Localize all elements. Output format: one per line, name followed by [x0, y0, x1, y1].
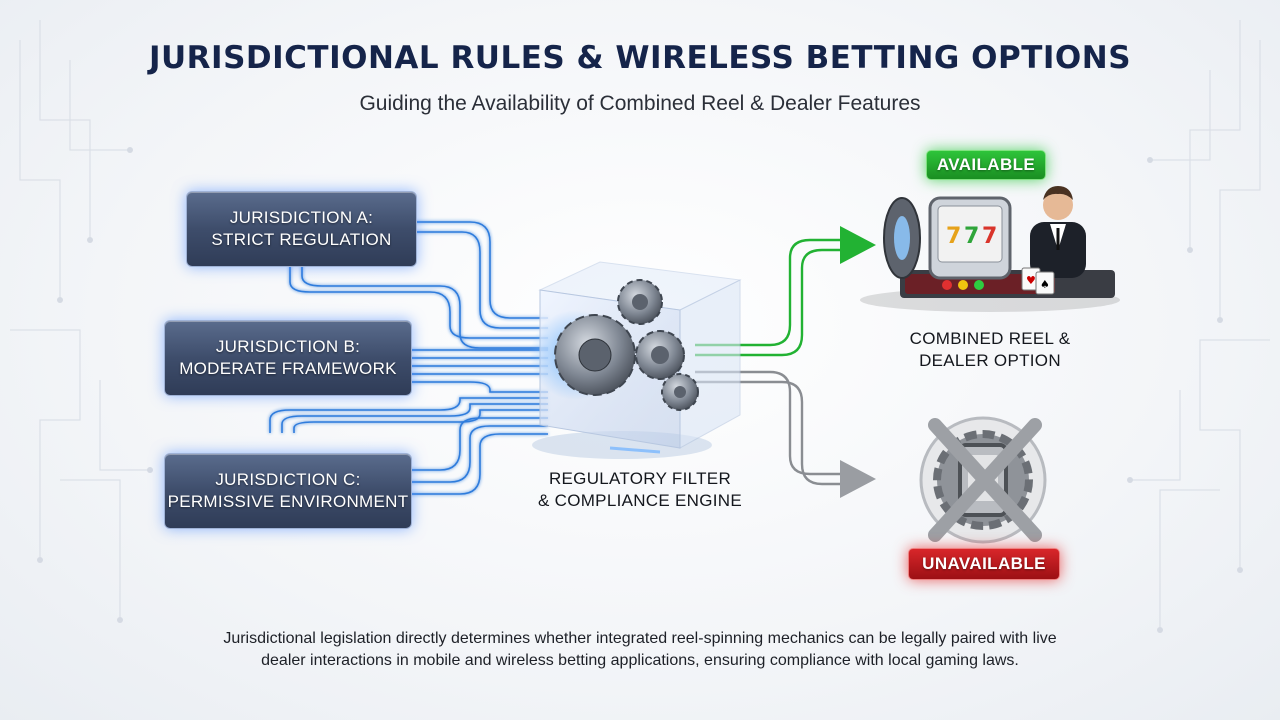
blocked-icon	[919, 416, 1047, 544]
engine-label-line2: & COMPLIANCE ENGINE	[537, 491, 743, 510]
engine-label-line1: REGULATORY FILTER	[548, 469, 732, 488]
engine-label: REGULATORY FILTER & COMPLIANCE ENGINE	[520, 468, 760, 512]
combined-option-line1: COMBINED REEL &	[909, 329, 1071, 348]
jurisdiction-a-line1: JURISDICTION A:	[229, 208, 374, 227]
footer-line1: Jurisdictional legislation directly dete…	[223, 630, 1057, 647]
jurisdiction-a-line2: STRICT REGULATION	[211, 230, 392, 249]
svg-text:♠: ♠	[1040, 278, 1050, 291]
svg-text:7: 7	[946, 224, 961, 249]
unavailable-flow-lines	[695, 370, 846, 486]
jurisdiction-b-line2: MODERATE FRAMEWORK	[179, 359, 397, 378]
page-subtitle: Guiding the Availability of Combined Ree…	[359, 92, 921, 115]
available-badge: AVAILABLE	[926, 150, 1046, 180]
jurisdiction-c-line2: PERMISSIVE ENVIRONMENT	[167, 492, 409, 511]
gear-icon	[554, 279, 699, 411]
compliance-engine-cube	[530, 261, 742, 459]
footer-caption: Jurisdictional legislation directly dete…	[150, 628, 1130, 672]
combined-option-line2: DEALER OPTION	[919, 351, 1061, 370]
footer-line2: dealer interactions in mobile and wirele…	[261, 652, 1019, 669]
svg-text:7: 7	[982, 224, 997, 249]
jurisdiction-b-line1: JURISDICTION B:	[215, 337, 361, 356]
dealer-icon: ♥ ♠	[1021, 186, 1086, 295]
unavailable-badge: UNAVAILABLE	[908, 548, 1060, 580]
input-flow-lines	[269, 221, 548, 495]
jurisdiction-b-box: JURISDICTION B: MODERATE FRAMEWORK	[164, 320, 412, 396]
page-title: JURISDICTIONAL RULES & WIRELESS BETTING …	[148, 40, 1132, 76]
svg-text:7: 7	[964, 224, 979, 249]
jurisdiction-c-box: JURISDICTION C: PERMISSIVE ENVIRONMENT	[164, 453, 412, 529]
available-arrow	[840, 226, 876, 264]
jurisdiction-a-box: JURISDICTION A: STRICT REGULATION	[186, 191, 417, 267]
svg-text:♥: ♥	[1026, 274, 1036, 287]
jurisdiction-c-line1: JURISDICTION C:	[215, 470, 361, 489]
available-flow-lines	[695, 238, 846, 357]
unavailable-arrow	[840, 460, 876, 498]
combined-option-label: COMBINED REEL & DEALER OPTION	[880, 328, 1100, 372]
